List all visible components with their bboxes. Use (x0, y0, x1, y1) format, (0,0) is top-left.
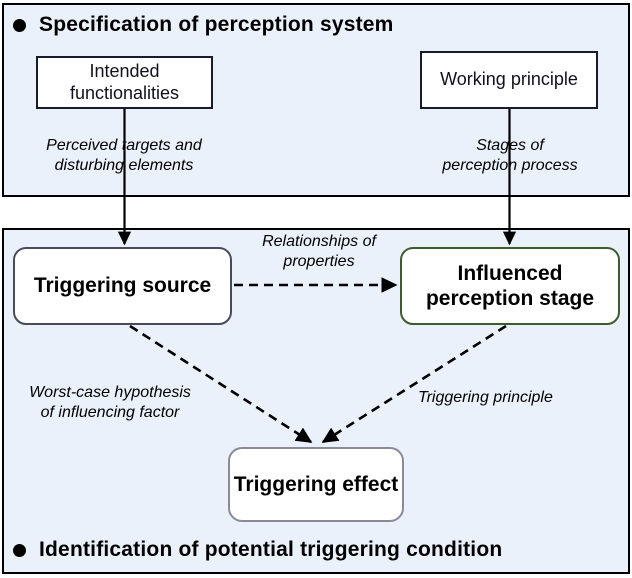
panel-identification-title: Identification of potential triggering c… (39, 538, 503, 561)
box-influenced-perception-stage-label: Influenced perception stage (425, 261, 595, 310)
edge-label-worst-case-hypothesis: Worst-case hypothesis of influencing fac… (29, 384, 191, 421)
box-triggering-source[interactable]: Triggering source (13, 247, 232, 325)
box-triggering-effect[interactable]: Triggering effect (228, 447, 404, 522)
box-triggering-source-label: Triggering source (33, 274, 212, 298)
edge-label-stages-of-perception: Stages of perception process (442, 137, 578, 174)
box-working-principle[interactable]: Working principle (420, 51, 598, 109)
box-triggering-effect-label: Triggering effect (233, 472, 399, 496)
edge-label-triggering-principle: Triggering principle (418, 389, 553, 406)
edge-label-relationships-of-properties: Relationships of properties (262, 233, 376, 270)
bullet-icon (13, 543, 26, 557)
panel-specification-title: Specification of perception system (39, 13, 394, 36)
box-working-principle-label: Working principle (440, 69, 578, 90)
box-intended-functionalities-label: Intended functionalities (69, 60, 180, 103)
box-intended-functionalities[interactable]: Intended functionalities (36, 56, 213, 109)
bullet-icon (13, 18, 26, 32)
panel-identification-heading: Identification of potential triggering c… (13, 538, 502, 562)
box-influenced-perception-stage[interactable]: Influenced perception stage (400, 247, 620, 325)
edge-label-perceived-targets: Perceived targets and disturbing element… (46, 137, 202, 174)
panel-specification-heading: Specification of perception system (13, 13, 394, 37)
